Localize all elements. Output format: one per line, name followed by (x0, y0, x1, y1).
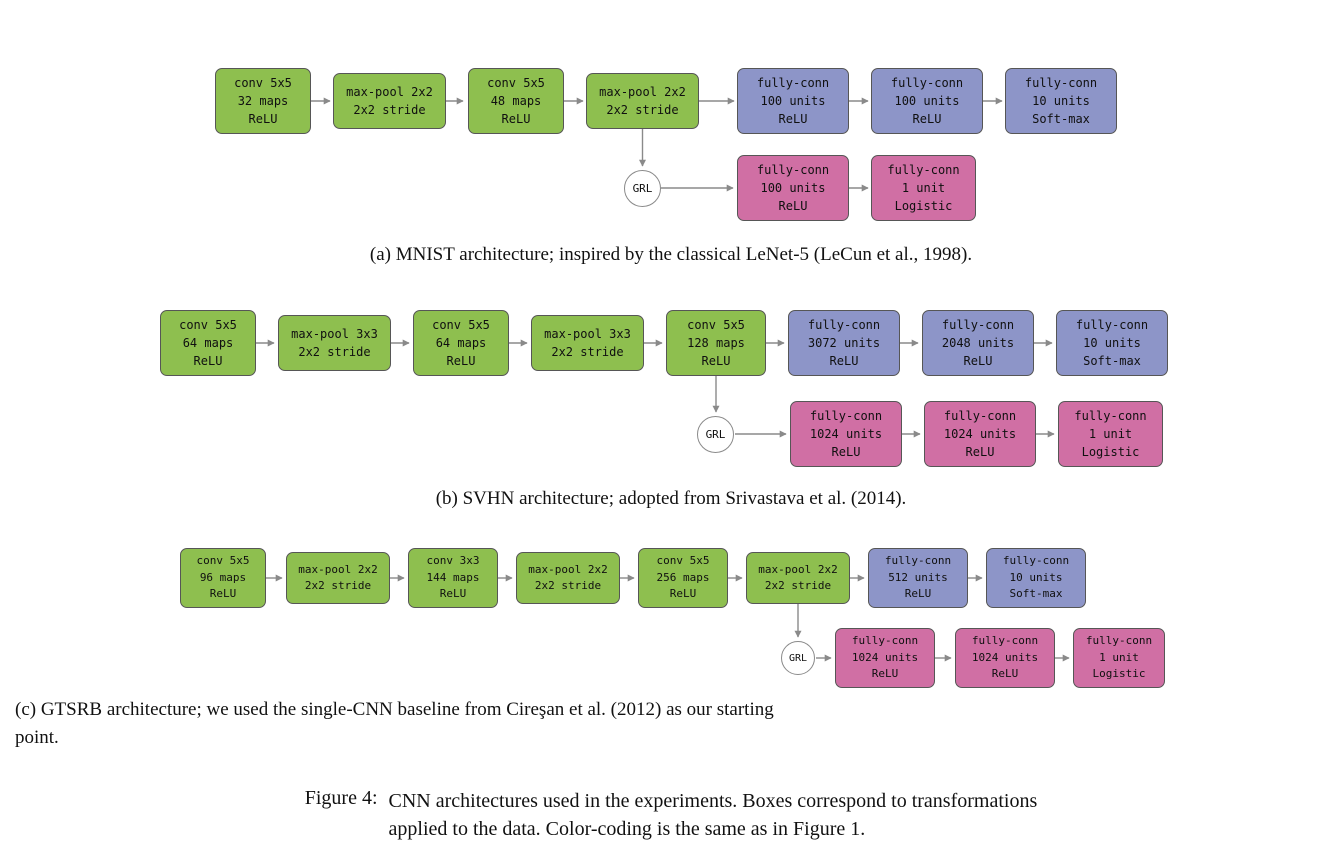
subcaption-b: (b) SVHN architecture; adopted from Sriv… (435, 488, 907, 509)
figure-caption: Figure 4: CNN architectures used in the … (0, 787, 1342, 843)
conv-box: conv 5x5 64 maps ReLU (413, 310, 509, 376)
subcaption-a: (a) MNIST architecture; inspired by the … (369, 244, 973, 265)
conv-box: conv 5x5 64 maps ReLU (160, 310, 256, 376)
fc-box: fully-conn 10 units Soft-max (1005, 68, 1117, 134)
domain-fc-box: fully-conn 100 units ReLU (737, 155, 849, 221)
fc-box: fully-conn 100 units ReLU (737, 68, 849, 134)
subcaption-c: (c) GTSRB architecture; we used the sing… (15, 699, 774, 748)
conv-box: conv 5x5 256 maps ReLU (638, 548, 728, 608)
domain-fc-box: fully-conn 1 unit Logistic (871, 155, 976, 221)
maxpool-box: max-pool 3x3 2x2 stride (278, 315, 391, 371)
maxpool-box: max-pool 2x2 2x2 stride (586, 73, 699, 129)
domain-fc-box: fully-conn 1 unit Logistic (1073, 628, 1165, 688)
conv-box: conv 5x5 128 maps ReLU (666, 310, 766, 376)
grl-node: GRL (624, 170, 661, 207)
fc-box: fully-conn 2048 units ReLU (922, 310, 1034, 376)
maxpool-box: max-pool 2x2 2x2 stride (286, 552, 390, 604)
domain-fc-box: fully-conn 1 unit Logistic (1058, 401, 1163, 467)
maxpool-box: max-pool 3x3 2x2 stride (531, 315, 644, 371)
grl-node: GRL (781, 641, 815, 675)
architecture-diagram-gtsrb: conv 5x5 96 maps ReLU max-pool 2x2 2x2 s… (0, 540, 1342, 760)
domain-fc-box: fully-conn 1024 units ReLU (835, 628, 935, 688)
grl-node: GRL (697, 416, 734, 453)
connector-arrows-c (266, 574, 1070, 662)
fc-box: fully-conn 10 units Soft-max (986, 548, 1086, 608)
fc-box: fully-conn 512 units ReLU (868, 548, 968, 608)
conv-box: conv 5x5 32 maps ReLU (215, 68, 311, 134)
maxpool-box: max-pool 2x2 2x2 stride (746, 552, 850, 604)
domain-fc-box: fully-conn 1024 units ReLU (790, 401, 902, 467)
figure-caption-body: CNN architectures used in the experiment… (388, 790, 1038, 840)
architecture-diagram-mnist: conv 5x5 32 maps ReLU max-pool 2x2 2x2 s… (0, 60, 1342, 295)
domain-fc-box: fully-conn 1024 units ReLU (955, 628, 1055, 688)
conv-box: conv 5x5 96 maps ReLU (180, 548, 266, 608)
fc-box: fully-conn 10 units Soft-max (1056, 310, 1168, 376)
domain-fc-box: fully-conn 1024 units ReLU (924, 401, 1036, 467)
maxpool-box: max-pool 2x2 2x2 stride (333, 73, 446, 129)
conv-box: conv 3x3 144 maps ReLU (408, 548, 498, 608)
connector-arrows-a (311, 97, 1003, 192)
figure-caption-label: Figure 4: (304, 787, 378, 809)
fc-box: fully-conn 3072 units ReLU (788, 310, 900, 376)
maxpool-box: max-pool 2x2 2x2 stride (516, 552, 620, 604)
fc-box: fully-conn 100 units ReLU (871, 68, 983, 134)
conv-box: conv 5x5 48 maps ReLU (468, 68, 564, 134)
connector-arrows-b (256, 339, 1055, 438)
architecture-diagram-svhn: conv 5x5 64 maps ReLU max-pool 3x3 2x2 s… (0, 300, 1342, 535)
